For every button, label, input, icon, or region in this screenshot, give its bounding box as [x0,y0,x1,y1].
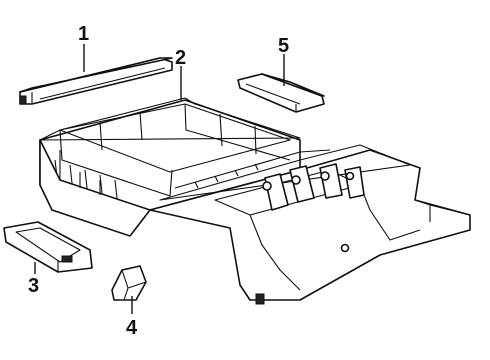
part-5-bracket[interactable] [237,73,325,113]
part-4-clip[interactable] [111,265,147,301]
part-3-bracket[interactable] [3,221,93,273]
callout-5: 5 [278,35,289,57]
callout-1: 1 [78,23,89,45]
part-2-floor-pan[interactable] [39,97,471,305]
callout-2: 2 [175,47,186,69]
callout-3: 3 [28,275,39,297]
part-1-rail[interactable] [19,57,173,105]
callout-4: 4 [126,317,138,339]
